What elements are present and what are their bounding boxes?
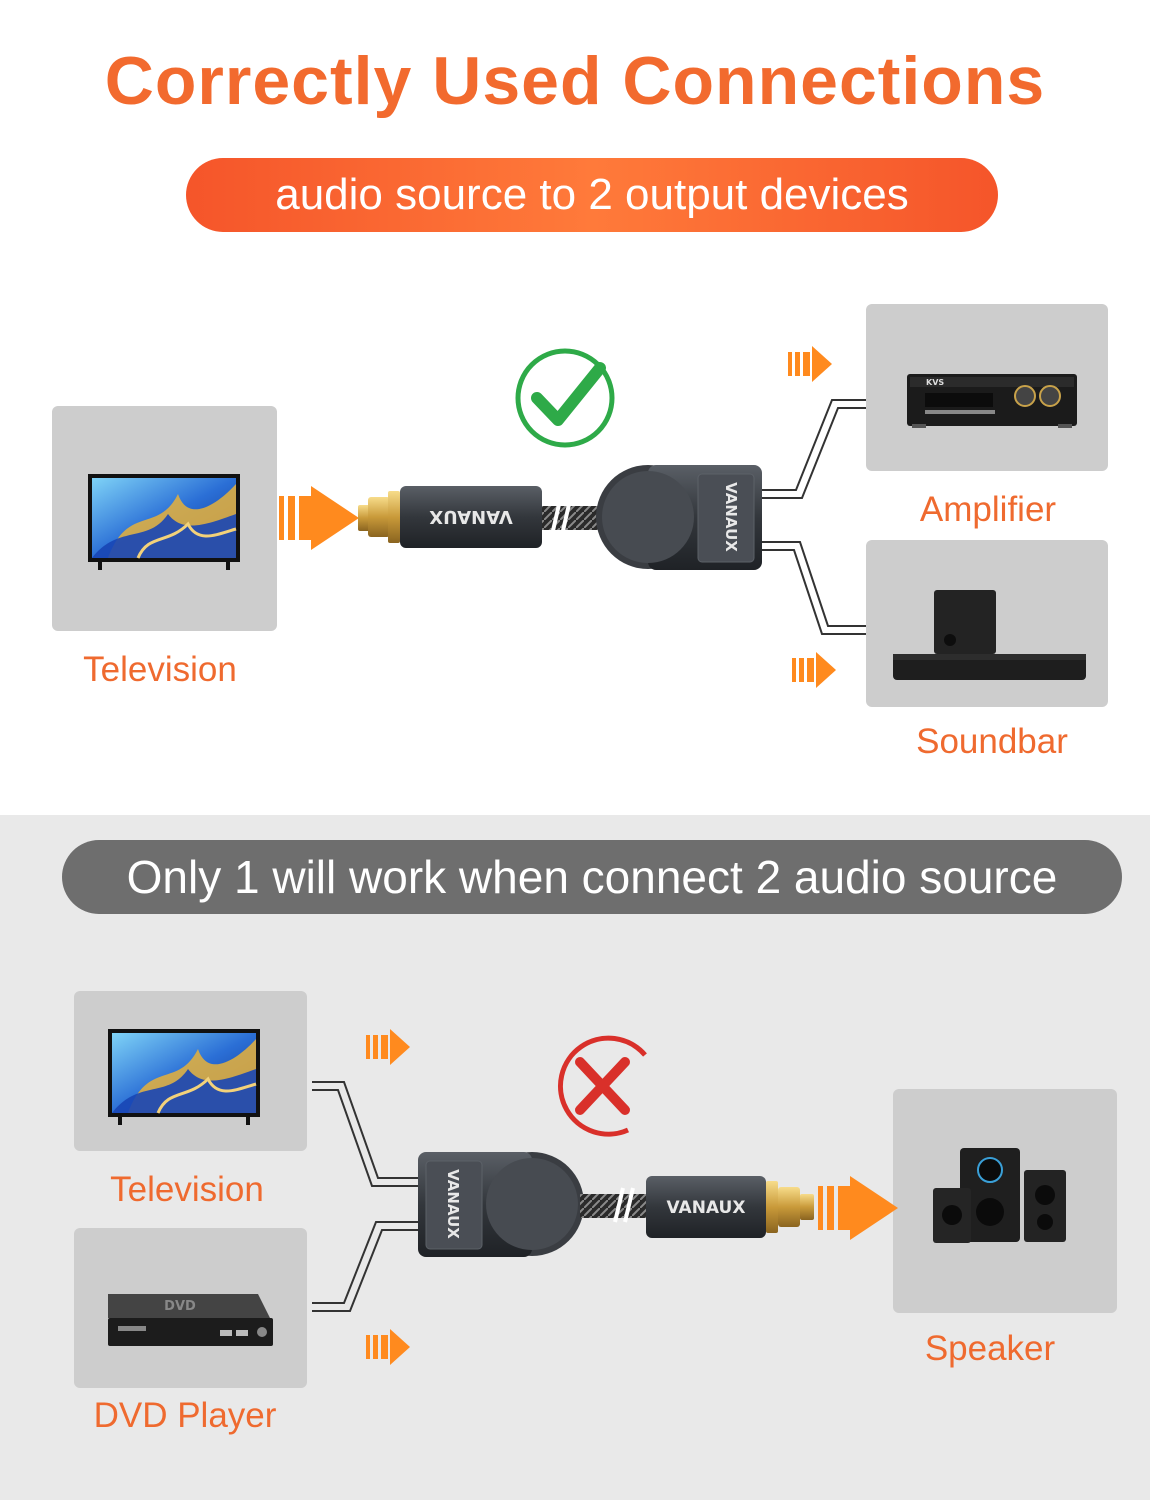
dvd-player-image: DVD <box>108 1294 273 1346</box>
output-arrow-icon <box>788 346 832 382</box>
check-icon <box>515 348 615 448</box>
television-label-2: Television <box>110 1170 264 1209</box>
amplifier-label: Amplifier <box>919 490 1057 529</box>
splitter-brand-text: VANAUX <box>722 482 740 552</box>
soundbar-image <box>893 590 1086 680</box>
source-arrow-icon <box>366 1029 410 1065</box>
television-label: Television <box>83 650 237 689</box>
speaker-image <box>933 1148 1066 1243</box>
banner-audio-sources: Only 1 will work when connect 2 audio so… <box>62 840 1122 914</box>
svg-text:DVD: DVD <box>164 1299 196 1314</box>
source-arrow-icon <box>366 1329 410 1365</box>
page-title: Correctly Used Connections <box>104 43 1046 119</box>
braided-cable <box>580 1194 646 1218</box>
speaker-label: Speaker <box>924 1329 1056 1368</box>
splitter: VANAUX <box>418 1152 584 1257</box>
plug-brand-text: VANAUX <box>429 506 513 527</box>
output-arrow-icon <box>792 652 836 688</box>
input-arrow-icon <box>279 486 359 550</box>
banner-output-devices: audio source to 2 output devices <box>186 158 998 232</box>
output-cables <box>762 399 866 635</box>
splitter-brand-text: VANAUX <box>444 1169 462 1239</box>
toslink-plug: VANAUX <box>358 486 542 548</box>
svg-text:KVS: KVS <box>926 378 944 387</box>
output-arrow-icon <box>818 1176 898 1240</box>
splitter: VANAUX <box>596 465 762 570</box>
tv-image <box>86 472 242 572</box>
soundbar-label: Soundbar <box>916 722 1068 761</box>
input-cables <box>312 1081 418 1312</box>
amplifier-image: KVS <box>907 374 1077 428</box>
dvd-player-label: DVD Player <box>93 1396 277 1435</box>
braided-cable <box>542 506 602 530</box>
plug-brand-text: VANAUX <box>667 1198 746 1218</box>
toslink-plug: VANAUX <box>646 1176 814 1238</box>
cross-icon <box>558 1035 647 1137</box>
tv-image <box>106 1027 262 1127</box>
